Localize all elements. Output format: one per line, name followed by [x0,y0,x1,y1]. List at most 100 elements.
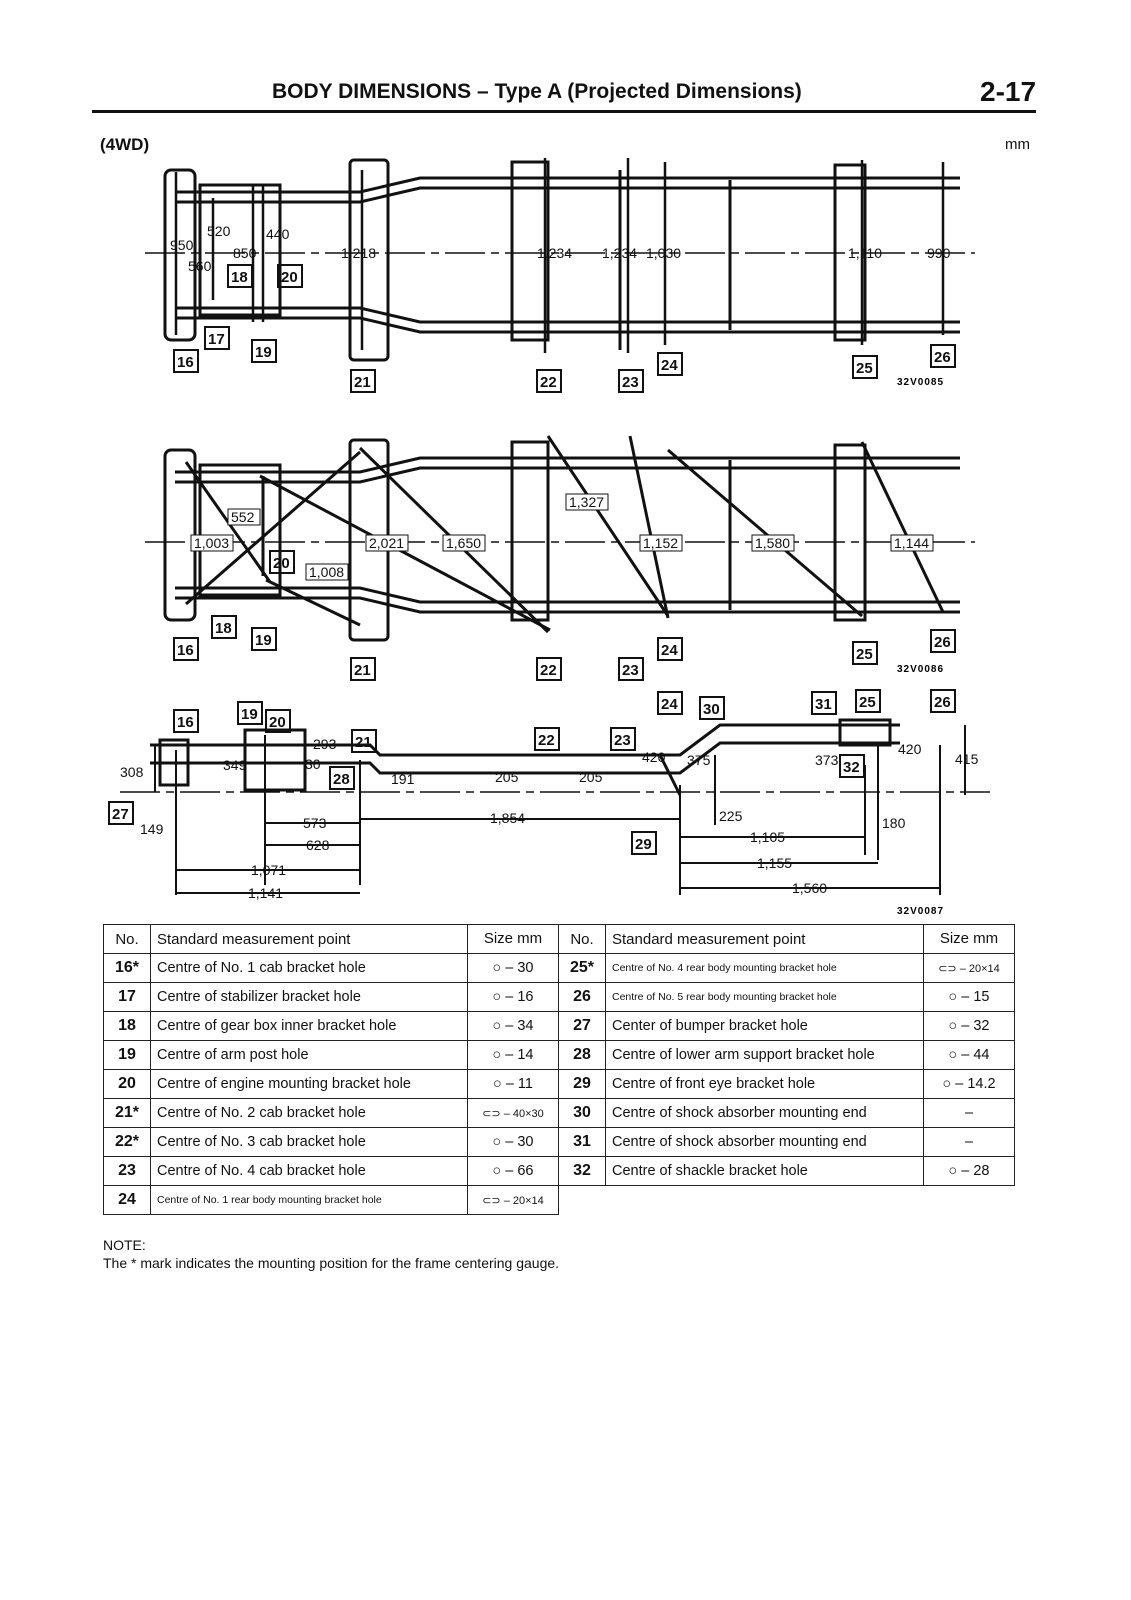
page-title: BODY DIMENSIONS – Type A (Projected Dime… [272,80,802,103]
point-label: 26 [934,694,951,711]
point-label: 24 [661,696,678,713]
dim-label: 990 [927,245,951,261]
figure-code: 32V0085 [897,377,944,388]
dim-label: 349 [223,757,247,773]
dim-label: 440 [266,226,290,242]
dim-label: 950 [170,237,194,253]
dim-label: 149 [140,821,164,837]
dim-label: 520 [207,223,231,239]
point-label: 30 [703,701,720,718]
point-label: 31 [815,696,832,713]
dim-label: 420 [642,749,666,765]
point-label: 22 [538,732,555,749]
note: NOTE: The * mark indicates the mounting … [103,1236,559,1272]
col-no: No. [558,924,606,954]
dim-label: 1,071 [251,862,286,878]
point-label: 26 [934,349,951,366]
unit-label: mm [1005,136,1030,153]
point-label: 20 [269,714,286,731]
point-label: 25 [856,360,873,377]
point-label: 25 [859,694,876,711]
point-label: 21 [355,734,372,751]
point-label: 23 [622,374,639,391]
dim-label: 1,144 [894,535,929,551]
dim-label: 30 [305,756,321,772]
point-label: 18 [215,620,232,637]
point-label: 25 [856,646,873,663]
point-label: 26 [934,634,951,651]
dim-label: 180 [882,815,906,831]
dim-label: 1,008 [309,564,344,580]
note-label: NOTE: [103,1237,146,1253]
dim-label: 1,155 [757,855,792,871]
point-label: 19 [255,632,272,649]
dim-label: 1,854 [490,810,525,826]
dim-label: 560 [188,258,212,274]
dim-label: 373 [815,752,839,768]
col-hole-size: Size mm [923,924,1015,954]
frame-diagram-widths: 950 520 440 560 850 1,218 1,234 1,234 1,… [145,158,975,393]
dim-label: 2,021 [369,535,404,551]
point-label: 16 [177,354,194,371]
point-label: 32 [843,759,860,776]
col-point: Standard measurement point [150,924,468,954]
figure-code: 32V0087 [897,906,944,917]
table-row: 22*Centre of No. 3 cab bracket hole○ – 3… [103,1127,559,1157]
col-point: Standard measurement point [605,924,924,954]
point-label: 22 [540,662,557,679]
point-label: 18 [231,269,248,286]
point-label: 23 [622,662,639,679]
dim-label: 1,218 [341,245,376,261]
point-label: 19 [255,344,272,361]
dim-label: 628 [306,837,330,853]
dim-label: 850 [233,245,257,261]
point-label: 16 [177,642,194,659]
dim-label: 1,003 [194,535,229,551]
point-label: 28 [333,771,350,788]
point-label: 20 [281,269,298,286]
point-label: 17 [208,331,225,348]
note-text: The * mark indicates the mounting positi… [103,1255,560,1271]
point-label: 24 [661,642,678,659]
header-rule [92,110,1036,113]
figure-code: 32V0086 [897,664,944,675]
dim-label: 1,650 [446,535,481,551]
point-label: 19 [241,706,258,723]
col-no: No. [103,924,151,954]
dim-label: 1,030 [646,245,681,261]
dim-label: 1,110 [848,245,882,261]
col-hole-size: Size mm [467,924,559,954]
dim-label: 1,152 [643,535,678,551]
dim-label: 1,234 [602,245,637,261]
point-label: 21 [354,374,371,391]
page-number: 2-17 [980,76,1037,107]
frame-diagram-diagonals: 552 1,003 2,021 1,650 1,327 1,152 1,580 … [145,435,975,681]
point-label: 20 [273,555,290,572]
measurement-points-table-left: No. Standard measurement point Size mm 1… [103,924,559,1215]
dim-label: 205 [579,769,603,785]
table-row: 25*Centre of No. 4 rear body mounting br… [558,953,1015,983]
table-row: 16*Centre of No. 1 cab bracket hole○ – 3… [103,953,559,983]
dim-label: 375 [687,752,711,768]
dim-label: 1,560 [792,880,827,896]
point-label: 23 [614,732,631,749]
dim-label: 293 [313,736,337,752]
dim-label: 1,141 [248,885,283,901]
dim-label: 1,580 [755,535,790,551]
dim-label: 1,327 [569,494,604,510]
dim-label: 225 [719,808,743,824]
point-label: 22 [540,374,557,391]
point-label: 16 [177,714,194,731]
point-label: 24 [661,357,678,374]
dim-label: 573 [303,815,327,831]
